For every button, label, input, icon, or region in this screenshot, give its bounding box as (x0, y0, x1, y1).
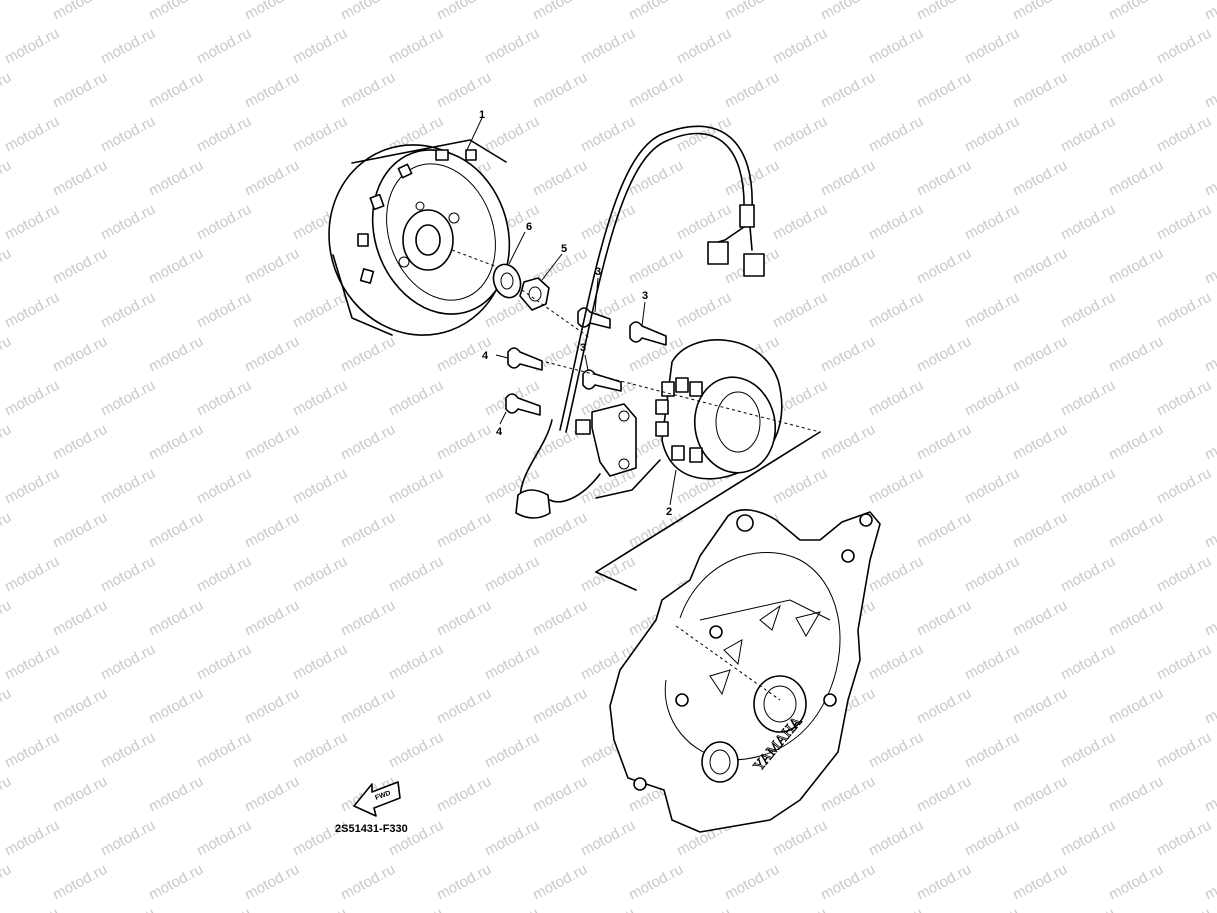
bolt-part (495, 347, 543, 425)
callout-rotor: 1 (479, 109, 485, 121)
callout-washer: 6 (526, 221, 532, 233)
stator-part (545, 339, 821, 506)
callout-bolt: 4 (496, 426, 503, 438)
pickup-coil-part (549, 403, 637, 503)
callout-nut: 5 (561, 243, 567, 255)
rotor-part (328, 117, 511, 336)
crankcase-cover-part: YAMAHA (609, 508, 881, 833)
fwd-arrow-icon: FWD (353, 781, 401, 817)
callout-screw: 3 (595, 266, 601, 278)
reference-line (595, 571, 637, 591)
callout-bolt: 4 (482, 350, 489, 362)
callout-screw: 3 (642, 290, 648, 302)
wiring-harness (515, 125, 765, 519)
washer-part (492, 231, 526, 299)
nut-part (519, 253, 591, 339)
callout-stator: 2 (666, 506, 672, 518)
reference-line (595, 431, 821, 573)
callout-screw: 3 (580, 342, 586, 354)
screw-part (577, 277, 667, 392)
diagram-code: 2S51431-F330 (335, 823, 408, 835)
